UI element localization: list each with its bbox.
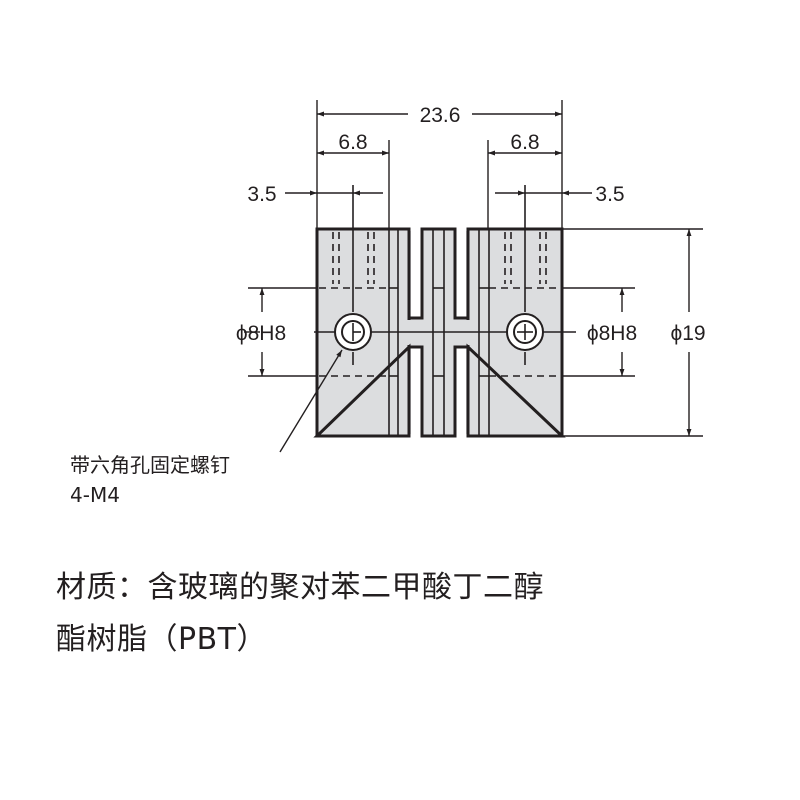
dim-bore-left: ϕ8H8 <box>236 322 286 345</box>
set-screw-spec: 4-M4 <box>70 483 120 507</box>
material-note: 材质：含玻璃的聚对苯二甲酸丁二醇 酯树脂（PBT） <box>56 562 544 666</box>
dim-hub-length-right: 6.8 <box>510 131 539 154</box>
set-screw-note: 带六角孔固定螺钉 4-M4 <box>70 450 230 510</box>
set-screw-label: 带六角孔固定螺钉 <box>70 453 230 477</box>
extension-lines <box>244 100 703 437</box>
dim-screw-offset-left: 3.5 <box>247 183 276 206</box>
dim-screw-offset-right: 3.5 <box>595 183 624 206</box>
coupling-body <box>313 185 566 438</box>
dim-hub-length-left: 6.8 <box>338 131 367 154</box>
dim-overall-length: 23.6 <box>420 104 461 127</box>
dim-outer-diameter: ϕ19 <box>670 322 705 345</box>
set-screw-leader <box>279 349 343 453</box>
dim-bore-right: ϕ8H8 <box>587 322 637 345</box>
material-line-2: 酯树脂（PBT） <box>56 622 267 657</box>
material-line-1: 材质：含玻璃的聚对苯二甲酸丁二醇 <box>56 570 544 605</box>
